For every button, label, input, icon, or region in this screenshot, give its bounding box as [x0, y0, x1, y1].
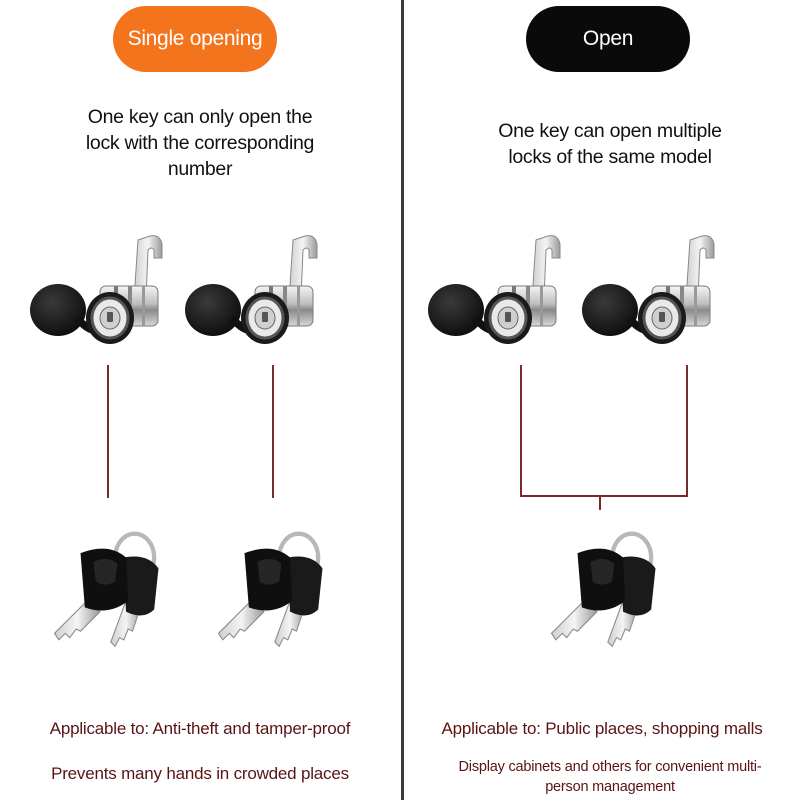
right-applicable-text: Applicable to: Public places, shopping m…	[441, 719, 763, 738]
right-description: One key can open multiple locks of the s…	[498, 120, 722, 168]
open-label: Open	[582, 27, 634, 50]
key-pair-icon	[545, 525, 675, 655]
left-note-text: Prevents many hands in crowded places	[51, 764, 349, 783]
right-connector	[520, 365, 688, 497]
left-description: One key can only open the lock with the …	[85, 106, 315, 180]
cam-lock-icon	[185, 234, 319, 346]
right-note-text: Display cabinets and others for convenie…	[458, 759, 762, 795]
cam-lock-icon	[30, 234, 164, 346]
left-applicable-text: Applicable to: Anti-theft and tamper-pro…	[49, 719, 351, 738]
key-pair-icon	[48, 525, 178, 655]
cam-lock-icon	[428, 234, 562, 346]
single-opening-badge: Single opening	[113, 6, 277, 72]
open-badge: Open	[526, 6, 690, 72]
single-opening-label: Single opening	[127, 27, 263, 50]
cam-lock-icon	[582, 234, 716, 346]
center-divider	[401, 0, 404, 800]
key-pair-icon	[212, 525, 342, 655]
